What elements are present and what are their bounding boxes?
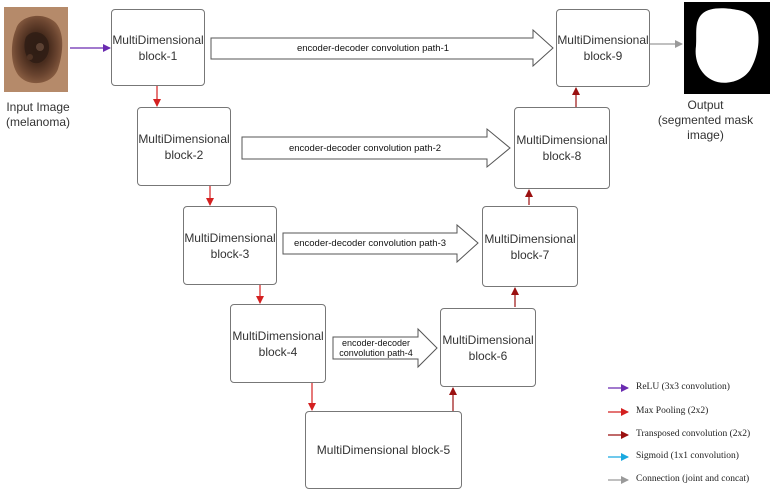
skip-path-1-label: encoder-decoder convolution path-1	[296, 43, 450, 54]
legend-connection: Connection (joint and concat)	[636, 474, 750, 484]
input-caption: Input Image (melanoma)	[0, 100, 76, 130]
legend-maxpool: Max Pooling (2x2)	[636, 406, 709, 416]
block-9: MultiDimensional block-9	[556, 9, 650, 87]
output-caption-line2: (segmented mask image)	[657, 113, 754, 142]
block-3-label-line1: MultiDimensional	[184, 230, 276, 245]
input-image	[4, 7, 68, 92]
block-8-label-line2: block-8	[542, 149, 582, 163]
output-mask-image	[684, 2, 770, 94]
legend-transposed: Transposed convolution (2x2)	[636, 429, 751, 439]
input-caption-line2: (melanoma)	[5, 115, 71, 129]
skip-path-1-shape	[210, 28, 554, 68]
skip-path-3-label: encoder-decoder convolution path-3	[293, 238, 447, 249]
skip-path-4-label-line1: encoder-decoder	[341, 338, 411, 348]
block-1-label-line1: MultiDimensional	[112, 32, 204, 47]
legend-sigmoid: Sigmoid (1x1 convolution)	[636, 451, 739, 461]
block-8-label-line1: MultiDimensional	[516, 133, 608, 147]
legend-relu: ReLU (3x3 convolution)	[636, 382, 730, 392]
skip-path-2-shape	[241, 127, 511, 169]
block-4-label-line2: block-4	[258, 344, 298, 359]
input-caption-line1: Input Image	[6, 100, 70, 114]
block-9-label-line2: block-9	[583, 49, 623, 63]
skip-path-2-label: encoder-decoder convolution path-2	[288, 142, 442, 154]
block-2-label-line1: MultiDimensional	[138, 131, 230, 146]
block-5-label: MultiDimensional block-5	[316, 443, 451, 457]
block-8: MultiDimensional block-8	[514, 107, 610, 189]
block-9-label-line1: MultiDimensional	[557, 33, 649, 47]
block-7-label-line2: block-7	[510, 247, 550, 262]
block-1-label-line2: block-1	[138, 48, 178, 63]
skip-path-4-label: encoder-decoder convolution path-4	[334, 337, 418, 359]
output-caption: Output (segmented mask image)	[638, 98, 773, 143]
block-4-label-line1: MultiDimensional	[232, 328, 324, 343]
block-2-label-line2: block-2	[164, 147, 204, 162]
skip-path-3-shape	[282, 223, 479, 264]
output-caption-line1: Output	[687, 98, 724, 112]
block-3-label-line2: block-3	[210, 246, 250, 261]
block-7-label-line1: MultiDimensional	[484, 231, 576, 246]
skip-path-4-label-line2: convolution path-4	[339, 348, 413, 358]
block-6-label-line1: MultiDimensional	[442, 332, 534, 347]
block-5: MultiDimensional block-5	[305, 411, 462, 489]
skip-path-4-shape	[332, 327, 438, 369]
block-6-label-line2: block-6	[468, 348, 508, 363]
